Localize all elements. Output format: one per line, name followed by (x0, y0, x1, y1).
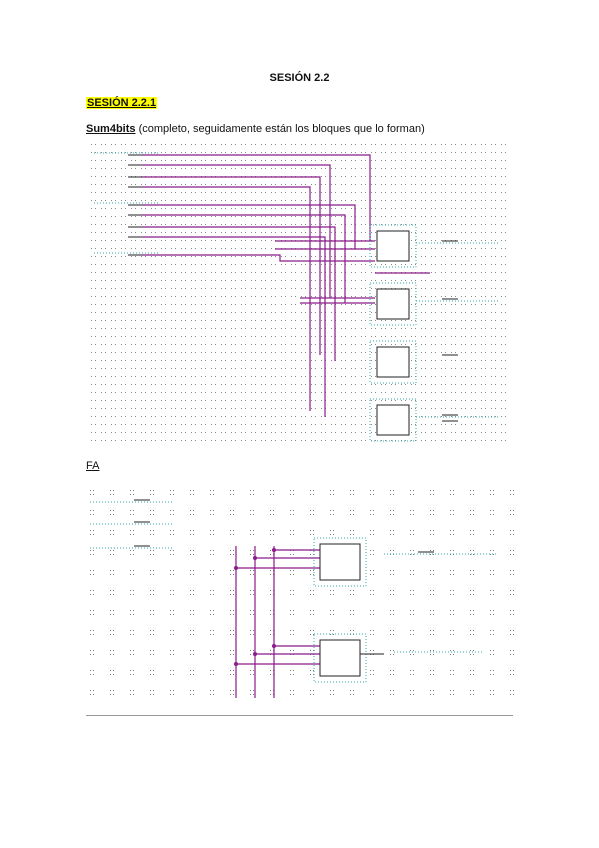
fa-blocks (376, 230, 410, 436)
fa-output-dotted-guides (384, 553, 498, 653)
sum4bits-schematic (90, 143, 510, 448)
fa-input-pins (134, 499, 150, 547)
fa-junctions (234, 548, 276, 666)
fa-subblock-outlines (313, 537, 367, 683)
fa-heading: FA (86, 460, 100, 472)
grid-background (90, 143, 510, 448)
sum4bits-caption: Sum4bits (completo, seguidamente están l… (86, 123, 425, 135)
sum4bits-wires (142, 154, 430, 417)
input-pin-dotted-guides (94, 152, 160, 254)
output-pins (442, 240, 458, 422)
fa-schematic (88, 488, 514, 710)
fa-wires (235, 546, 320, 698)
fa-input-dotted-guides (90, 501, 174, 549)
section-heading: SESIÓN 2.2.1 (86, 97, 158, 109)
page-title: SESIÓN 2.2 (269, 72, 330, 84)
sum4bits-description: (completo, seguidamente están los bloque… (135, 123, 425, 135)
page-divider (86, 715, 513, 716)
fa-grid-background (88, 488, 514, 710)
output-dotted-guides (416, 242, 500, 418)
fa-output-wires (360, 551, 434, 655)
fa-block-outlines (369, 224, 417, 442)
fa-subblocks (319, 543, 361, 677)
sum4bits-name: Sum4bits (86, 123, 136, 135)
input-pins (128, 154, 142, 256)
